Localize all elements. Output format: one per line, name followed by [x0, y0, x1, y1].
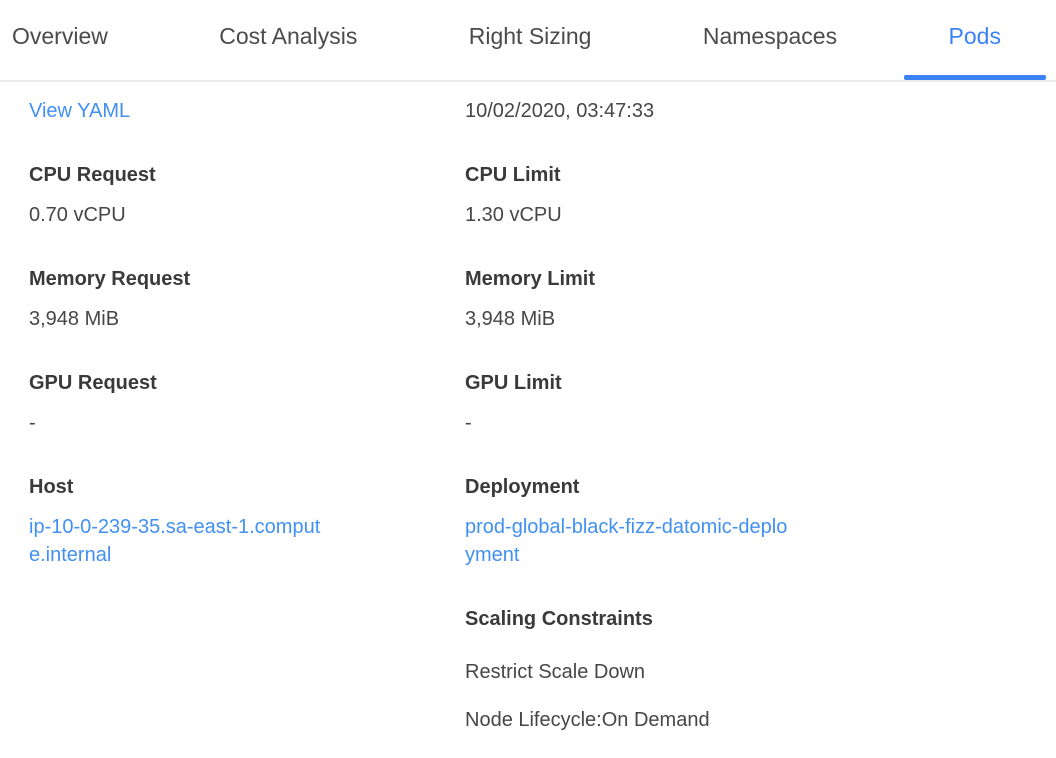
field-scaling-constraints: Scaling Constraints Restrict Scale Down …: [465, 605, 1025, 734]
tab-namespaces[interactable]: Namespaces: [702, 23, 838, 49]
memory-limit-label: Memory Limit: [465, 268, 596, 290]
timestamp-group: 10/02/2020, 03:47:33: [465, 97, 1025, 125]
field-cpu-limit: CPU Limit 1.30 vCPU: [465, 161, 1025, 229]
right-column: 10/02/2020, 03:47:33 CPU Limit 1.30 vCPU…: [465, 97, 1025, 758]
tab-bar: Overview Cost Analysis Right Sizing Name…: [0, 0, 1056, 82]
field-cpu-request: CPU Request 0.70 vCPU: [29, 161, 465, 229]
scaling-constraint-restrict-scale-down: Restrict Scale Down: [465, 661, 646, 683]
scaling-constraint-node-lifecycle: Node Lifecycle:On Demand: [465, 709, 710, 731]
tab-pods[interactable]: Pods: [903, 0, 1047, 80]
field-deployment: Deployment prod-global-black-fizz-datomi…: [465, 473, 1025, 569]
memory-request-value: 3,948 MiB: [29, 308, 120, 330]
tab-right-sizing[interactable]: Right Sizing: [468, 23, 592, 49]
host-link[interactable]: ip-10-0-239-35.sa-east-1.compute.interna…: [29, 516, 321, 566]
cpu-request-label: CPU Request: [29, 164, 156, 186]
memory-limit-value: 3,948 MiB: [465, 308, 556, 330]
scaling-constraints-label: Scaling Constraints: [465, 608, 653, 630]
gpu-limit-value: -: [465, 412, 472, 434]
gpu-request-value: -: [29, 412, 36, 434]
left-column: View YAML CPU Request 0.70 vCPU Memory R…: [29, 97, 465, 758]
timestamp: 10/02/2020, 03:47:33: [465, 100, 655, 122]
gpu-limit-label: GPU Limit: [465, 372, 562, 394]
host-label: Host: [29, 476, 74, 498]
field-memory-request: Memory Request 3,948 MiB: [29, 265, 465, 333]
view-yaml-group: View YAML: [29, 97, 465, 125]
field-gpu-limit: GPU Limit -: [465, 369, 1025, 437]
cpu-request-value: 0.70 vCPU: [29, 204, 126, 226]
tab-cost-analysis[interactable]: Cost Analysis: [219, 23, 358, 49]
deployment-link[interactable]: prod-global-black-fizz-datomic-deploymen…: [465, 516, 788, 566]
field-gpu-request: GPU Request -: [29, 369, 465, 437]
cpu-limit-value: 1.30 vCPU: [465, 204, 562, 226]
cpu-limit-label: CPU Limit: [465, 164, 561, 186]
memory-request-label: Memory Request: [29, 268, 191, 290]
gpu-request-label: GPU Request: [29, 372, 157, 394]
deployment-label: Deployment: [465, 476, 580, 498]
tab-overview[interactable]: Overview: [12, 23, 108, 49]
field-host: Host ip-10-0-239-35.sa-east-1.compute.in…: [29, 473, 465, 569]
view-yaml-link[interactable]: View YAML: [29, 100, 131, 122]
field-memory-limit: Memory Limit 3,948 MiB: [465, 265, 1025, 333]
pod-details-panel: View YAML CPU Request 0.70 vCPU Memory R…: [0, 82, 1056, 758]
